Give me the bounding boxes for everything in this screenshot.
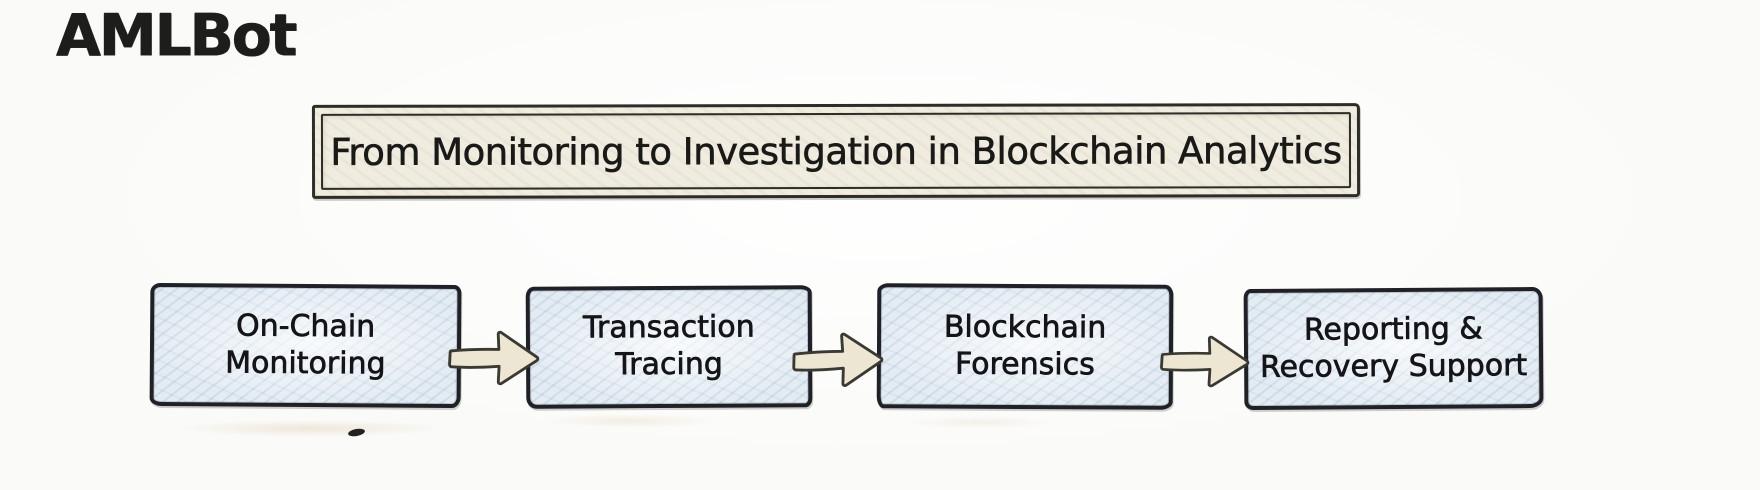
step-box-blockchain-forensics: Blockchain Forensics (876, 283, 1174, 410)
flow-arrow-icon (1160, 335, 1250, 388)
pencil-smudge (175, 420, 445, 437)
step-label-line: Tracing (615, 346, 723, 383)
step-label-line: Blockchain (943, 309, 1107, 346)
banner-title: From Monitoring to Investigation in Bloc… (330, 128, 1342, 174)
step-label-line: Reporting & (1303, 311, 1484, 348)
flow-arrow-icon (792, 332, 884, 387)
step-box-reporting-recovery-support: Reporting & Recovery Support (1243, 286, 1544, 411)
title-banner-inner-frame: From Monitoring to Investigation in Bloc… (320, 112, 1352, 190)
ink-dot (347, 427, 366, 438)
step-box-on-chain-monitoring: On-Chain Monitoring (149, 282, 462, 409)
step-label-line: Transaction (582, 309, 756, 347)
step-box-transaction-tracing: Transaction Tracing (525, 285, 813, 409)
pencil-smudge (905, 416, 1055, 429)
step-label-line: Monitoring (225, 344, 386, 382)
step-label-line: Recovery Support (1259, 347, 1528, 385)
pencil-smudge (545, 414, 715, 428)
title-banner: From Monitoring to Investigation in Bloc… (311, 103, 1361, 199)
flow-arrow-icon (448, 330, 540, 386)
step-label-line: On-Chain (235, 308, 376, 345)
amlbot-logo: AMLBot (56, 1, 297, 69)
step-label-line: Forensics (954, 346, 1096, 382)
